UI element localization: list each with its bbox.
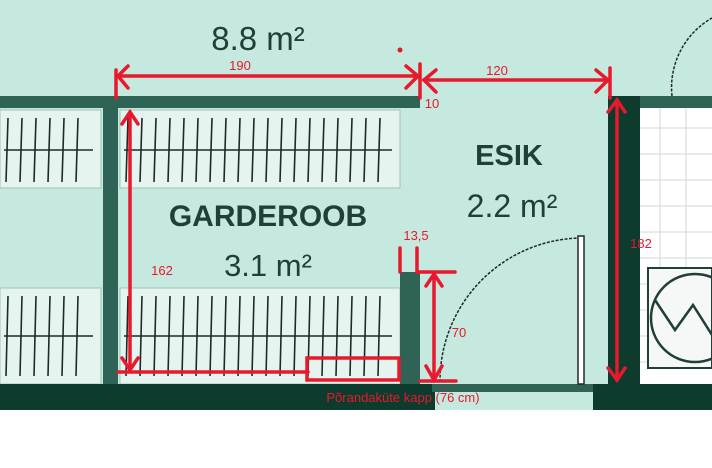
wardrobe-partition xyxy=(103,108,118,386)
hanger xyxy=(237,295,241,377)
dim-70: 70 xyxy=(452,325,466,340)
hanger xyxy=(223,117,227,183)
hanger xyxy=(349,295,353,377)
wardrobe-closets xyxy=(0,109,401,385)
hanger xyxy=(321,117,325,183)
hall-area: 2.2 m² xyxy=(467,188,558,224)
hanger xyxy=(75,295,79,377)
dim-190: 190 xyxy=(229,58,251,73)
dim-120: 120 xyxy=(486,63,508,78)
hanger xyxy=(237,117,241,183)
hanger xyxy=(19,295,23,377)
walls xyxy=(0,96,712,410)
hanger xyxy=(61,295,65,377)
hanger xyxy=(307,117,311,183)
pillar xyxy=(400,272,420,386)
hanger xyxy=(139,117,143,183)
hanger xyxy=(251,117,255,183)
upper-room-area: 8.8 m² xyxy=(211,20,305,57)
hanger xyxy=(293,117,297,183)
hanger xyxy=(265,295,269,377)
hanger xyxy=(349,117,353,183)
hanger xyxy=(167,295,171,377)
hanger xyxy=(251,295,255,377)
hanger xyxy=(181,295,185,377)
dim-162: 162 xyxy=(151,263,173,278)
dim-10: 10 xyxy=(425,96,439,111)
hanger xyxy=(5,117,9,183)
hanger xyxy=(279,295,283,377)
entrance-door xyxy=(439,235,585,385)
hanger xyxy=(181,117,185,183)
hanger xyxy=(195,117,199,183)
hanger xyxy=(265,117,269,183)
hanger xyxy=(139,295,143,377)
hanger xyxy=(19,117,23,183)
door-threshold xyxy=(432,384,597,392)
hall-right-wall xyxy=(608,96,640,386)
hanger xyxy=(47,295,51,377)
dimension-lines xyxy=(114,62,627,384)
bathroom xyxy=(640,108,712,388)
hanger xyxy=(377,295,381,377)
bottom-wall-right xyxy=(593,384,712,410)
annotation-dot xyxy=(397,47,403,53)
hanger xyxy=(377,117,381,183)
hanger xyxy=(33,295,37,377)
hall-name: ESIK xyxy=(475,140,543,172)
bottom-wall-left xyxy=(0,384,435,410)
door-leaf xyxy=(577,235,585,385)
top-wall xyxy=(0,96,420,108)
hanger xyxy=(223,295,227,377)
hanger xyxy=(335,117,339,183)
hanger xyxy=(125,117,129,183)
hanger xyxy=(61,117,65,183)
hanger xyxy=(75,117,79,183)
wardrobe-area: 3.1 m² xyxy=(224,248,312,283)
hanger xyxy=(209,295,213,377)
dim-182: 182 xyxy=(630,236,652,251)
dim-13-5: 13,5 xyxy=(403,228,428,243)
wardrobe-name: GARDEROOB xyxy=(169,200,367,233)
hanger xyxy=(335,295,339,377)
hanger xyxy=(47,117,51,183)
door-swing-arc xyxy=(439,237,583,383)
hanger xyxy=(153,117,157,183)
floor-heating-cabinet-label: Põrandaküte kapp (76 cm) xyxy=(326,390,479,405)
hanger xyxy=(293,295,297,377)
hanger xyxy=(153,295,157,377)
hanger xyxy=(321,295,325,377)
hanger xyxy=(363,295,367,377)
closet-top-right xyxy=(119,109,401,189)
hanger xyxy=(363,117,367,183)
hanger xyxy=(209,117,213,183)
hanger xyxy=(167,117,171,183)
bathroom-door-arc xyxy=(670,17,712,97)
washing-machine-drum-icon xyxy=(649,272,712,364)
hanger xyxy=(195,295,199,377)
hanger xyxy=(279,117,283,183)
hanger xyxy=(33,117,37,183)
hanger xyxy=(5,295,9,377)
